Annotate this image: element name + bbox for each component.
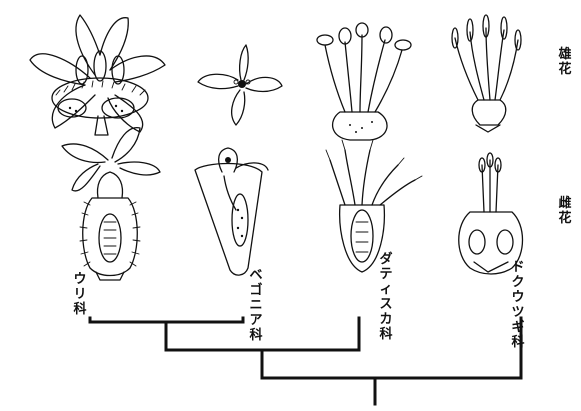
male-flower-row-label: 雄花 <box>557 47 573 77</box>
coriariaceae-female-flower-icon <box>459 153 523 274</box>
female-flower-row-label: 雌花 <box>557 196 573 226</box>
datiscaceae-male-flower-icon <box>317 23 411 140</box>
family-label-coriariaceae: ドクウツギ科 <box>510 260 526 350</box>
family-label-cucurbitaceae: ウリ科 <box>72 272 88 317</box>
family-label-datiscaceae: ダティスカ科 <box>378 252 394 342</box>
family-label-begoniaceae: ベゴニア科 <box>248 268 264 343</box>
cucurbitaceae-female-flower-icon <box>62 128 160 280</box>
datiscaceae-female-flower-icon <box>326 140 422 272</box>
begoniaceae-female-flower-icon <box>195 148 268 275</box>
coriariaceae-male-flower-icon <box>452 15 521 132</box>
cucurbitaceae-male-flower-icon <box>30 15 165 135</box>
begoniaceae-male-flower-icon <box>198 45 282 125</box>
phylogenetic-tree <box>90 318 521 404</box>
